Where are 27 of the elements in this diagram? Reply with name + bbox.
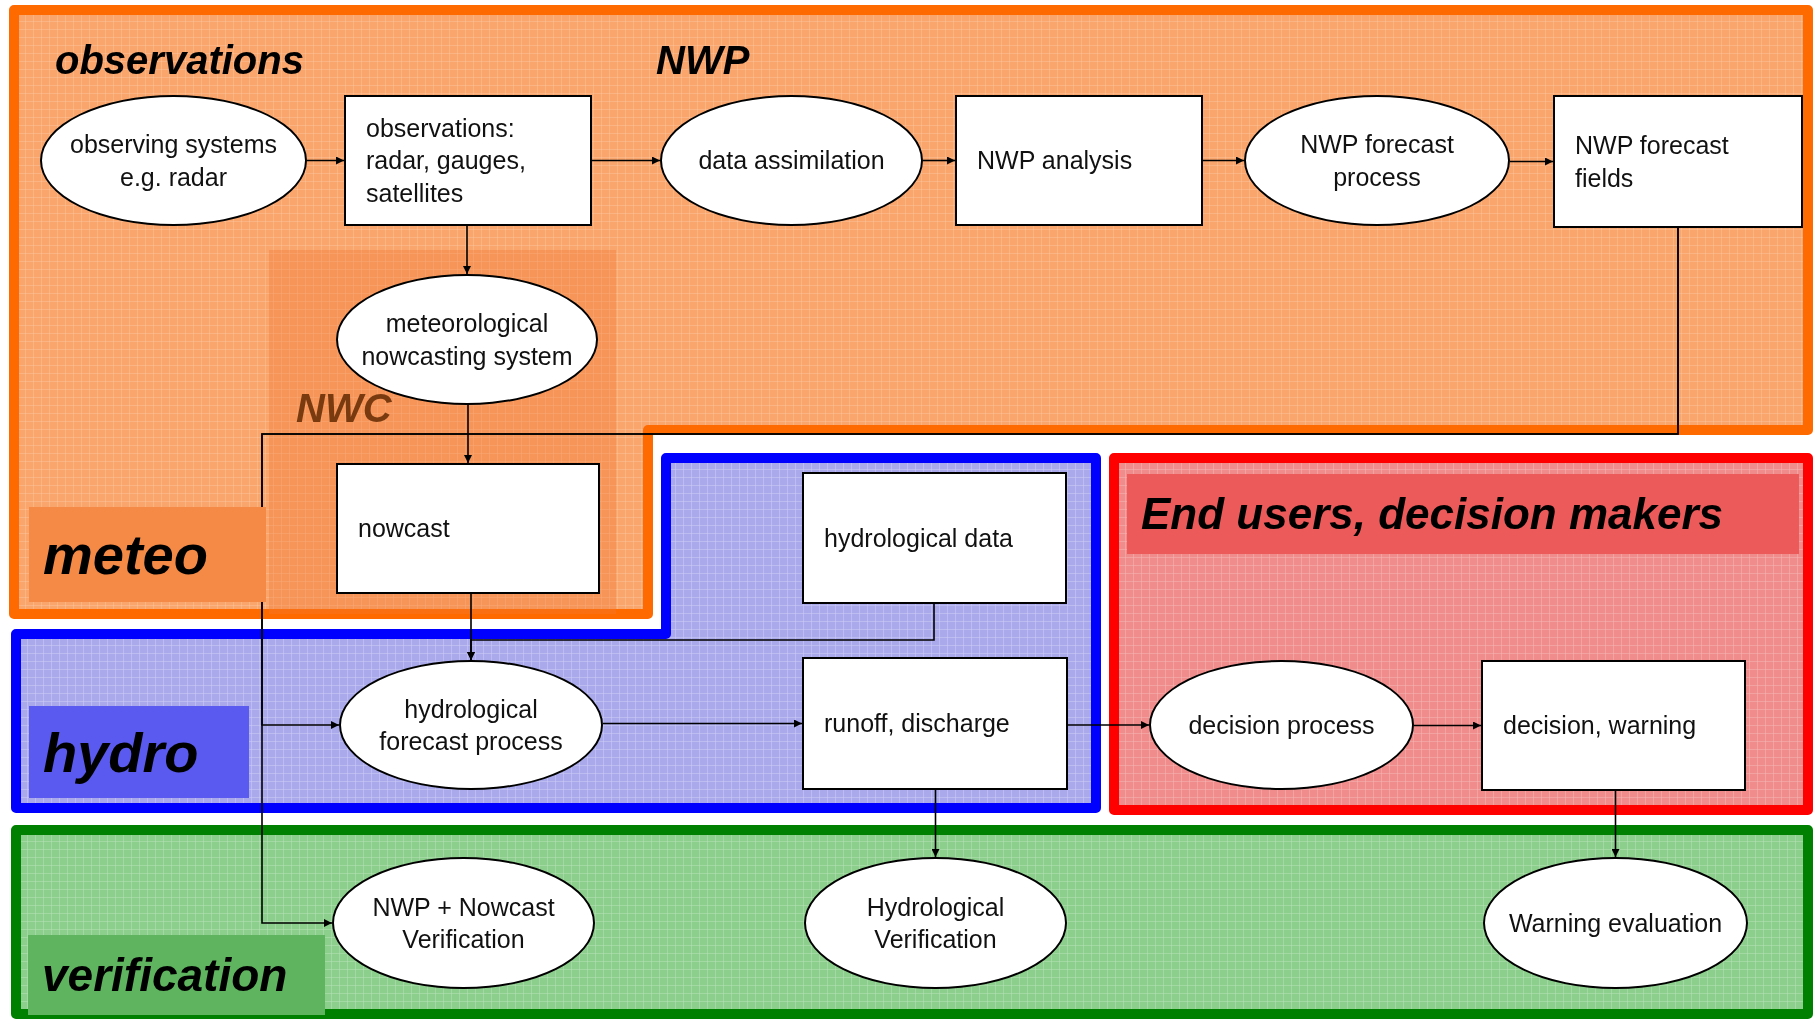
data-box: decision, warning	[1481, 660, 1746, 791]
arrow	[1067, 721, 1150, 729]
region-heading: verification	[42, 948, 288, 1002]
arrow	[1611, 790, 1620, 858]
area-label: NWP	[656, 38, 750, 83]
data-box: runoff, discharge	[802, 657, 1068, 790]
arrow	[467, 603, 935, 661]
arrow	[261, 227, 1679, 927]
data-box: hydrological data	[802, 472, 1067, 604]
data-box: nowcast	[336, 463, 600, 594]
arrow	[464, 404, 472, 464]
arrow	[931, 789, 940, 858]
arrow	[1509, 157, 1554, 166]
area-label: observations	[55, 38, 304, 83]
arrow	[922, 156, 956, 165]
arrow	[1413, 721, 1482, 730]
data-box: observations: radar, gauges, satellites	[344, 95, 592, 226]
region-heading: End users, decision makers	[1141, 489, 1724, 539]
data-box: NWP forecast fields	[1553, 95, 1803, 228]
arrow	[602, 719, 803, 728]
arrow	[591, 156, 661, 165]
arrow	[1202, 156, 1245, 165]
arrow	[463, 225, 471, 275]
region-heading: hydro	[43, 719, 199, 785]
data-box: NWP analysis	[955, 95, 1203, 226]
arrow	[306, 156, 345, 165]
region-heading: meteo	[43, 522, 208, 587]
